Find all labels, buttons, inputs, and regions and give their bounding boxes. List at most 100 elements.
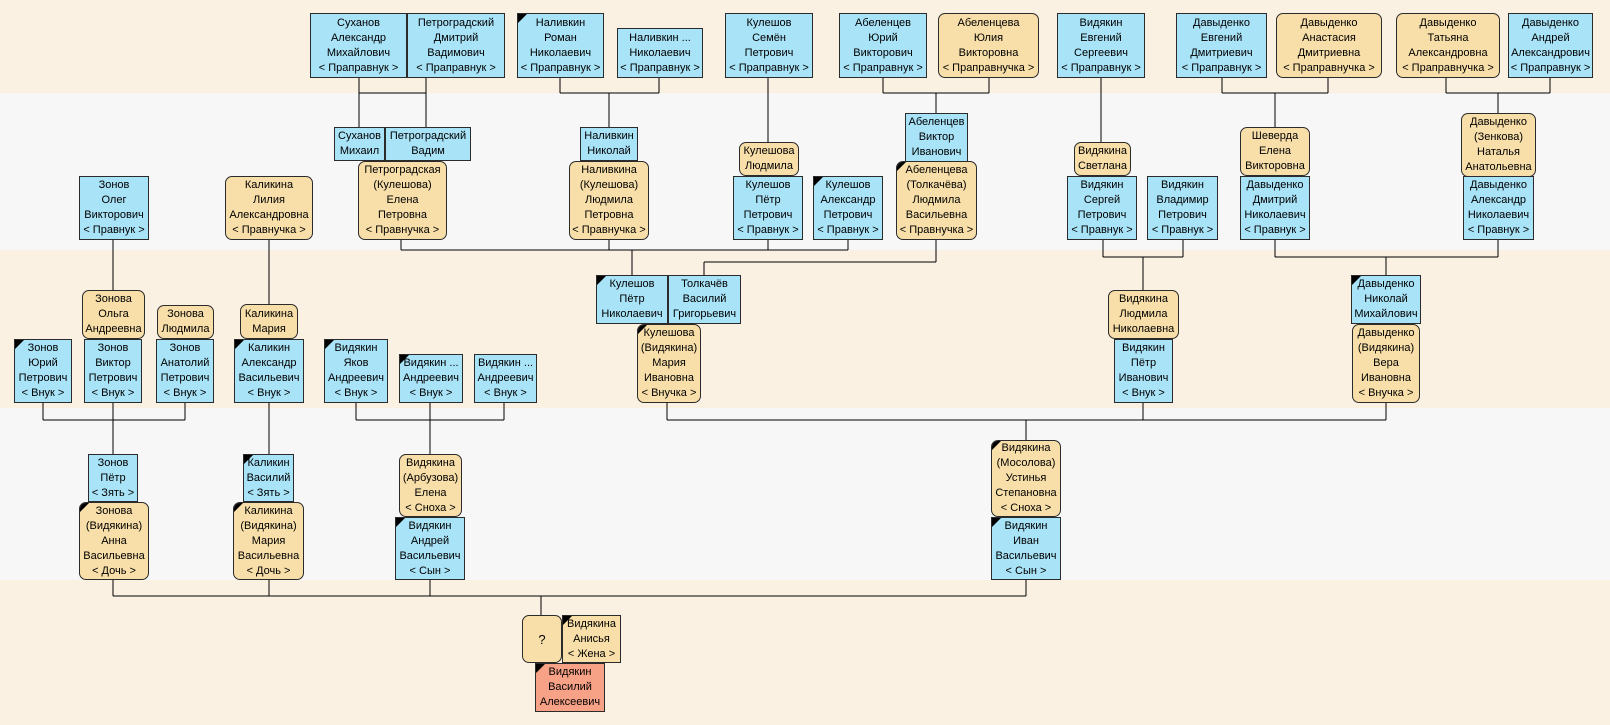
name-line: Елена [1258,145,1292,157]
name-line: Давыденко [1300,16,1358,29]
name-line: Давыденко [1357,278,1415,290]
name-line: Видякин [1161,179,1204,191]
relation-label: < Праправнук > [620,61,700,74]
name-line: (Видякина) [640,342,698,354]
name-line: Василий [548,681,592,693]
name-line: Андреевич [477,372,534,384]
name-line: Анастасия [1302,31,1356,44]
name-line: Васильевна [905,209,968,221]
relation-label: < Внук > [334,387,378,399]
name-line: Анна [101,534,127,547]
name-line: Евгений [1200,31,1243,44]
name-line: Давыденко [1357,327,1415,339]
name-line: Андреевич [403,372,459,384]
name-line: Дмитрий [433,31,479,44]
name-line: Николаевич [629,46,691,59]
name-line: (Толкачёва) [906,179,967,191]
person-node[interactable]: ? [522,615,562,663]
name-line: Наливкин ... [629,31,691,44]
name-line: Зонов [97,456,129,469]
relation-label: < Внучка > [1358,387,1414,399]
person-node[interactable]: Видякин ...Андреевич< Внук > [474,354,537,403]
name-line: (Мосолова) [996,457,1056,469]
name-line: Абеленцев [854,16,911,29]
relation-label: < Правнук > [83,224,145,236]
person-node[interactable]: Видякин ...Андреевич< Внук > [399,354,463,403]
name-line: Семён [752,31,786,44]
name-line: (Видякина) [85,519,143,532]
relation-label: < Правнук > [1151,224,1214,236]
relation-label: < Правнук > [1244,224,1306,236]
name-line: Дмитриевич [1190,46,1253,59]
name-line: Степановна [995,487,1057,499]
relation-label: < Сноха > [405,501,456,514]
person-node[interactable]: Видякина(Арбузова)Елена< Сноха > [399,454,462,517]
relation-label: < Праправнук > [729,61,809,74]
person-node[interactable]: Наливкин ... Николаевич < Праправнук > [617,28,703,78]
name-line: Видякина [1118,293,1168,305]
name-line: Давыденко [1419,16,1477,29]
name-line: Петровна [584,209,634,221]
name-line: (Зенкова) [1473,131,1524,143]
name-line: Петроградский [417,16,495,29]
name-line: Видякин ... [477,357,534,369]
name-line: Каликин [247,342,291,354]
name-line: Петроградский [389,130,467,142]
